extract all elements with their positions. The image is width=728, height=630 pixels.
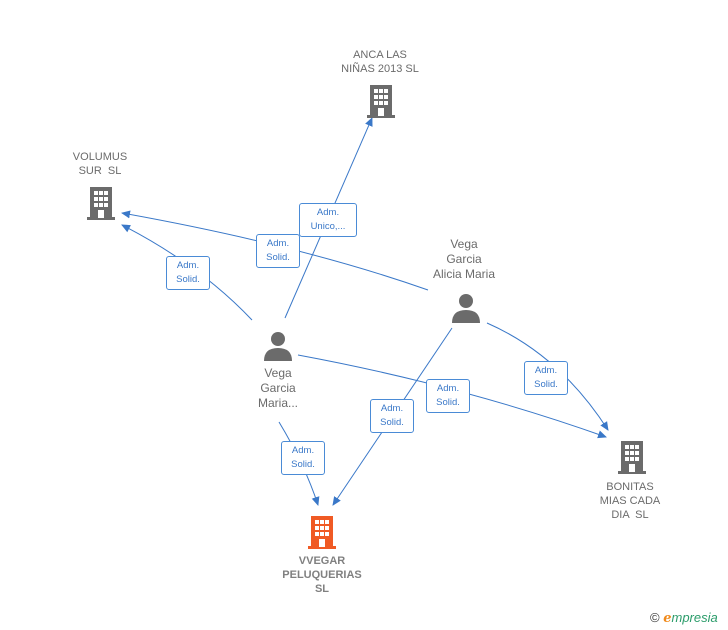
building-icon[interactable] [617, 440, 647, 474]
node-label-volumus: VOLUMUS SUR SL [50, 150, 150, 178]
relation-badge[interactable]: Adm. Solid. [370, 399, 414, 433]
node-label-line: ANCA LAS [353, 49, 407, 61]
badge-line: Adm. [266, 238, 290, 249]
node-label-line: SUR SL [78, 165, 122, 177]
node-label-line: Garcia [446, 252, 482, 266]
node-label-line: BONITAS [606, 481, 654, 493]
badge-line: Adm. [316, 207, 340, 218]
node-label-line: Garcia [260, 381, 296, 395]
relation-badge[interactable]: Adm. Solid. [166, 256, 210, 290]
badge-line: Adm. [436, 383, 460, 394]
node-label-line: SL [314, 583, 330, 595]
badge-line: Solid. [291, 459, 315, 470]
badge-line: Adm. [534, 365, 558, 376]
relation-badge[interactable]: Adm. Solid. [256, 234, 300, 268]
copyright-symbol: © [650, 610, 660, 625]
node-label-line: VVEGAR [298, 555, 346, 567]
badge-line: Solid. [176, 274, 200, 285]
node-label-line: MIAS CADA [599, 495, 661, 507]
relation-badge[interactable]: Adm. Unico,... [299, 203, 357, 237]
node-label-line: NIÑAS 2013 SL [341, 63, 419, 75]
node-label-line: Maria... [257, 396, 298, 410]
badge-line: Adm. [291, 445, 315, 456]
person-icon[interactable] [262, 330, 294, 362]
node-label-line: Alicia Maria [432, 267, 495, 281]
node-label-line: VOLUMUS [72, 151, 128, 163]
badge-line: Solid. [380, 417, 404, 428]
badge-line: Adm. [176, 260, 200, 271]
node-label-anca: ANCA LAS NIÑAS 2013 SL [320, 48, 440, 76]
badge-line: Solid. [534, 379, 558, 390]
node-label-line: Vega [450, 237, 478, 251]
node-label-maria: Vega Garcia Maria... [228, 366, 328, 411]
node-label-vvegar: VVEGAR PELUQUERIAS SL [262, 554, 382, 596]
relation-badge[interactable]: Adm. Solid. [281, 441, 325, 475]
badge-line: Adm. [380, 403, 404, 414]
node-label-line: PELUQUERIAS [282, 569, 362, 581]
node-label-line: DIA SL [611, 509, 649, 521]
relation-badge[interactable]: Adm. Solid. [524, 361, 568, 395]
person-icon[interactable] [450, 292, 482, 324]
badge-line: Solid. [436, 397, 460, 408]
building-icon[interactable] [366, 84, 396, 118]
brand-logo: © empresia [650, 610, 718, 626]
node-label-alicia: Vega Garcia Alicia Maria [404, 237, 524, 282]
badge-line: Solid. [266, 252, 290, 263]
building-icon-highlighted[interactable] [307, 515, 337, 549]
relation-badge[interactable]: Adm. Solid. [426, 379, 470, 413]
badge-line: Unico,... [310, 221, 346, 232]
brand-name: mpresia [671, 610, 718, 625]
node-label-line: Vega [264, 366, 292, 380]
brand-initial: e [663, 611, 672, 626]
building-icon[interactable] [86, 186, 116, 220]
node-label-bonitas: BONITAS MIAS CADA DIA SL [580, 480, 680, 522]
